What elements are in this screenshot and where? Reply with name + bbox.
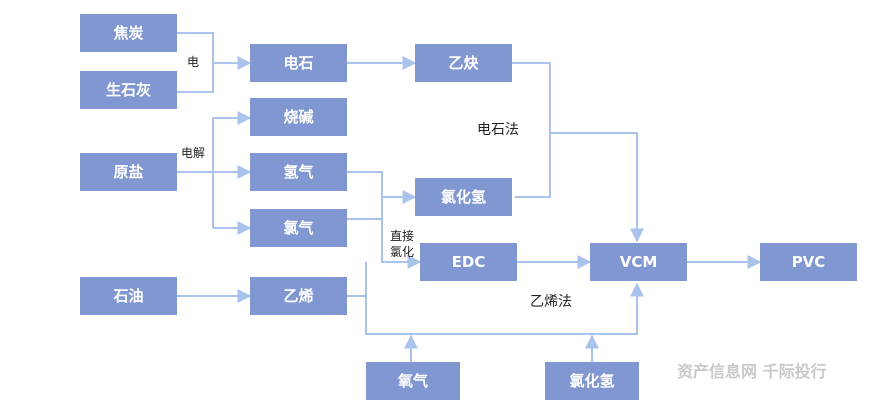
node-label: VCM bbox=[620, 253, 658, 271]
node-acetylene: 乙炔 bbox=[415, 44, 512, 82]
node-quicklime: 生石灰 bbox=[80, 71, 177, 109]
node-pvc: PVC bbox=[760, 243, 857, 281]
edge-label-direct-2: 氯化 bbox=[390, 245, 414, 259]
node-caustic-soda: 烧碱 bbox=[250, 98, 347, 136]
node-label: EDC bbox=[452, 253, 486, 271]
node-vcm: VCM bbox=[590, 243, 687, 281]
node-hydrogen: 氢气 bbox=[250, 153, 347, 191]
edge-label-electrolysis: 电解 bbox=[181, 146, 205, 160]
node-coke: 焦炭 bbox=[80, 14, 177, 52]
edge-label-electric: 电 bbox=[187, 55, 199, 69]
node-label: 乙烯 bbox=[283, 287, 313, 305]
node-hcl-upper: 氯化氢 bbox=[415, 178, 512, 216]
node-label: 焦炭 bbox=[112, 24, 143, 42]
node-label: 氯气 bbox=[283, 219, 313, 237]
node-ethylene: 乙烯 bbox=[250, 277, 347, 315]
node-label: 电石 bbox=[283, 54, 313, 72]
node-oil: 石油 bbox=[80, 277, 177, 315]
carbide-method-label: 电石法 bbox=[477, 122, 519, 138]
node-label: 原盐 bbox=[113, 163, 143, 181]
ethylene-method-label: 乙烯法 bbox=[530, 294, 572, 310]
node-hcl-lower: 氯化氢 bbox=[545, 362, 639, 400]
node-carbide: 电石 bbox=[250, 44, 347, 82]
node-label: 乙炔 bbox=[448, 54, 478, 72]
node-label: 氯化氢 bbox=[569, 372, 614, 390]
node-label: PVC bbox=[792, 253, 826, 271]
node-label: 氧气 bbox=[397, 372, 428, 390]
node-label: 氯化氢 bbox=[441, 188, 486, 206]
node-label: 石油 bbox=[112, 287, 143, 305]
node-edc: EDC bbox=[420, 243, 517, 281]
node-label: 氢气 bbox=[283, 163, 313, 181]
watermark: 资产信息网 千际投行 bbox=[677, 362, 827, 381]
edge-label-direct-1: 直接 bbox=[390, 228, 414, 243]
node-label: 烧碱 bbox=[283, 108, 313, 126]
node-oxygen: 氧气 bbox=[366, 362, 460, 400]
connector-lines bbox=[177, 32, 762, 362]
node-chlorine: 氯气 bbox=[250, 209, 347, 247]
node-label: 生石灰 bbox=[106, 81, 151, 99]
node-salt: 原盐 bbox=[80, 153, 177, 191]
